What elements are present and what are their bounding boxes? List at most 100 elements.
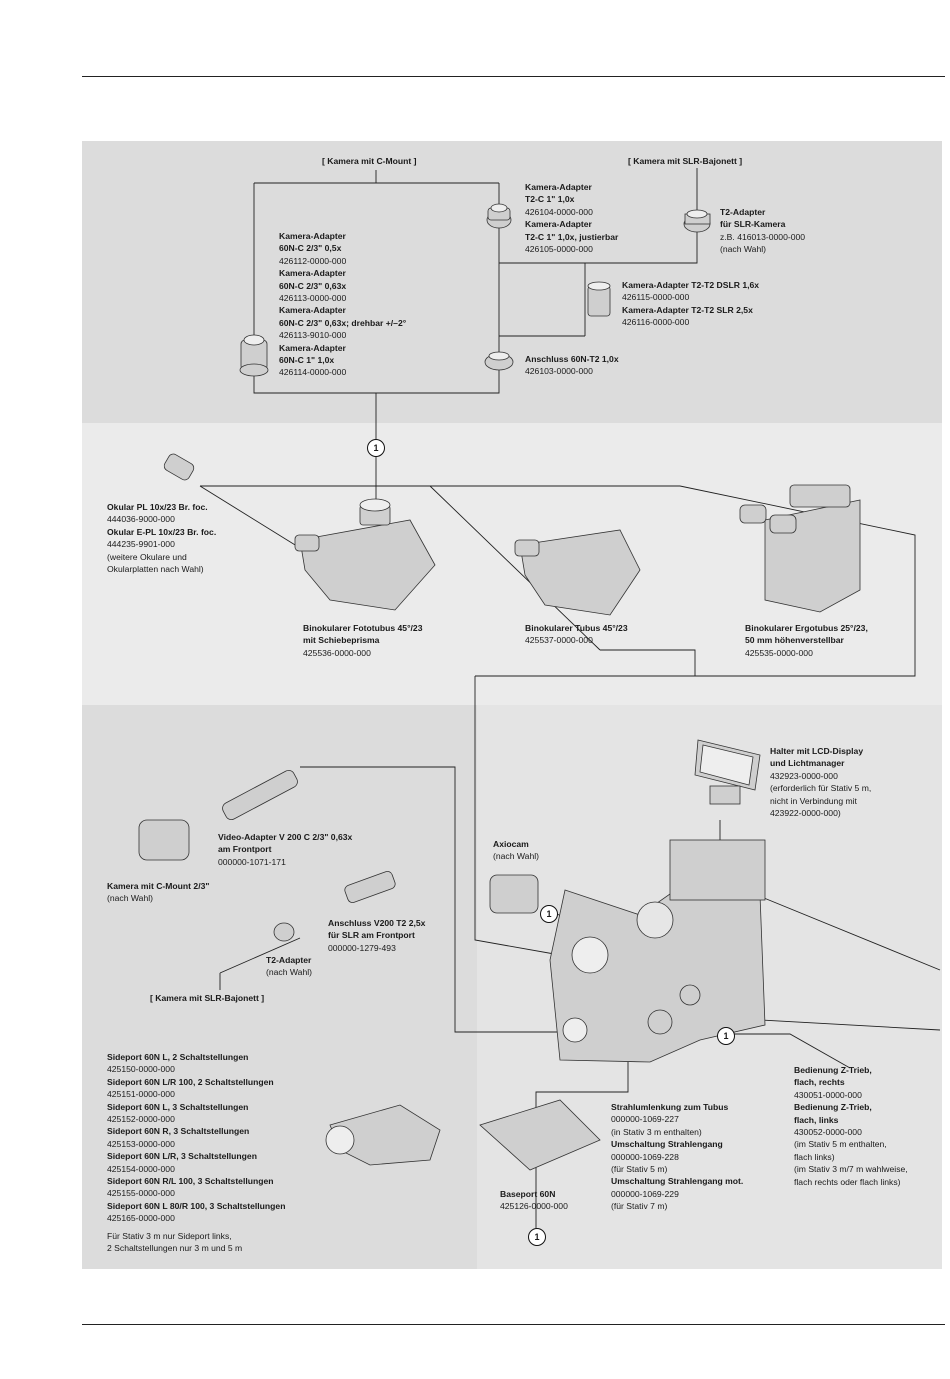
label-line: Sideport 60N L, 2 Schaltstellungen <box>107 1052 249 1062</box>
label-ergotubus: Binokularer Ergotubus 25°/23,50 mm höhen… <box>745 622 868 659</box>
label-line: für SLR-Kamera <box>720 219 786 230</box>
label-line: 425150-0000-000 <box>107 1064 175 1075</box>
label-line: (nach Wahl) <box>266 967 313 978</box>
label-t2t2-adapters: Kamera-Adapter T2-T2 DSLR 1,6x 426115-000… <box>622 279 759 329</box>
label-line: (in Stativ 3 m enthalten) <box>611 1126 702 1137</box>
label-sideports: Sideport 60N L, 2 Schaltstellungen 425150… <box>107 1051 285 1225</box>
label-line: 426103-0000-000 <box>525 366 593 377</box>
top-rule <box>82 76 945 77</box>
label-line: Strahlumlenkung zum Tubus <box>611 1102 729 1112</box>
label-line: Halter mit LCD-Display <box>770 746 864 756</box>
label-line: (weitere Okulare und <box>107 551 187 562</box>
panel-stand <box>82 705 477 1269</box>
label-line: Sideport 60N L/R 100, 2 Schaltstellungen <box>107 1076 274 1087</box>
label-line: 60N-C 1" 1,0x <box>279 355 335 366</box>
label-line: (nach Wahl) <box>107 893 154 904</box>
label-line: Axiocam <box>493 839 529 849</box>
label-line: 000000-1279-493 <box>328 942 396 953</box>
bracket-c-mount-top: [ Kamera mit C-Mount ] <box>322 156 417 166</box>
label-line: und Lichtmanager <box>770 758 845 769</box>
label-line: Kamera mit C-Mount 2/3" <box>107 881 210 891</box>
label-line: Okular E-PL 10x/23 Br. foc. <box>107 526 217 537</box>
label-tubus: Binokularer Tubus 45°/23 425537-0000-000 <box>525 622 628 647</box>
label-line: 432923-0000-000 <box>770 770 838 781</box>
label-line: 000000-1069-228 <box>611 1151 679 1162</box>
label-line: T2-C 1" 1,0x, justierbar <box>525 231 619 242</box>
label-line: 000000-1069-229 <box>611 1188 679 1199</box>
label-line: 425126-0000-000 <box>500 1201 568 1212</box>
label-line: flach, rechts <box>794 1077 845 1088</box>
label-anschluss-60n-t2: Anschluss 60N-T2 1,0x 426103-0000-000 <box>525 353 619 378</box>
label-line: (im Stativ 5 m enthalten, <box>794 1139 887 1150</box>
label-line: Umschaltung Strahlengang <box>611 1139 723 1150</box>
label-line: (im Stativ 3 m/7 m wahlweise, <box>794 1164 908 1175</box>
label-oculars: Okular PL 10x/23 Br. foc.444036-9000-000… <box>107 501 216 575</box>
label-line: (erforderlich für Stativ 5 m, <box>770 783 872 794</box>
label-line: Kamera-Adapter <box>279 342 346 353</box>
label-line: Sideport 60N L 80/R 100, 3 Schaltstellun… <box>107 1200 286 1211</box>
label-line: am Frontport <box>218 844 272 855</box>
label-line: mit Schiebeprisma <box>303 635 380 646</box>
label-line: nicht in Verbindung mit <box>770 795 857 806</box>
label-line: 60N-C 2/3" 0,5x <box>279 243 342 254</box>
label-line: 425155-0000-000 <box>107 1188 175 1199</box>
label-line: Kamera-Adapter <box>525 182 592 192</box>
label-line: flach, links <box>794 1114 839 1125</box>
label-line: 425152-0000-000 <box>107 1114 175 1125</box>
label-line: Für Stativ 3 m nur Sideport links, <box>107 1231 232 1241</box>
panel-camera-adapters <box>82 141 942 423</box>
label-line: T2-Adapter <box>266 955 312 965</box>
label-line: Bedienung Z-Trieb, <box>794 1102 872 1113</box>
label-line: 425153-0000-000 <box>107 1138 175 1149</box>
label-video-adapter: Video-Adapter V 200 C 2/3" 0,63x am Front… <box>218 831 352 868</box>
callout-1-axiocam: 1 <box>540 905 558 923</box>
label-baseport: Baseport 60N 425126-0000-000 <box>500 1188 568 1213</box>
label-line: Umschaltung Strahlengang mot. <box>611 1176 744 1187</box>
label-line: 425537-0000-000 <box>525 635 593 646</box>
label-line: 425536-0000-000 <box>303 647 371 658</box>
label-line: 426104-0000-000 <box>525 206 593 217</box>
label-line: Sideport 60N L/R, 3 Schaltstellungen <box>107 1151 257 1162</box>
label-line: Binokularer Fototubus 45°/23 <box>303 623 423 633</box>
label-line: 000000-1071-171 <box>218 856 286 867</box>
label-line: Sideport 60N R, 3 Schaltstellungen <box>107 1126 250 1137</box>
label-line: 425151-0000-000 <box>107 1089 175 1100</box>
label-line: Anschluss V200 T2 2,5x <box>328 918 426 928</box>
label-line: Binokularer Tubus 45°/23 <box>525 623 628 633</box>
label-line: 60N-C 2/3" 0,63x; drehbar +/–2° <box>279 317 407 328</box>
label-t2-adapter: T2-Adapter (nach Wahl) <box>266 954 312 979</box>
label-line: (für Stativ 7 m) <box>611 1201 668 1212</box>
label-line: 000000-1069-227 <box>611 1114 679 1125</box>
label-line: 426113-9010-000 <box>279 330 347 341</box>
label-line: flach links) <box>794 1151 835 1162</box>
label-line: 60N-C 2/3" 0,63x <box>279 280 347 291</box>
label-line: Anschluss 60N-T2 1,0x <box>525 354 619 364</box>
label-line: Kamera-Adapter <box>279 305 346 316</box>
label-line: 426115-0000-000 <box>622 292 690 303</box>
label-line: 426113-0000-000 <box>279 293 347 304</box>
label-fototubus: Binokularer Fototubus 45°/23 mit Schiebep… <box>303 622 422 659</box>
label-line: 426112-0000-000 <box>279 255 347 266</box>
label-line: 430052-0000-000 <box>794 1127 862 1138</box>
label-line: 426114-0000-000 <box>279 367 347 378</box>
label-line: 423922-0000-000) <box>770 808 841 819</box>
label-line: (für Stativ 5 m) <box>611 1164 668 1175</box>
label-line: Kamera-Adapter <box>279 268 346 279</box>
label-line: 444036-9000-000 <box>107 514 175 525</box>
label-line: 425535-0000-000 <box>745 647 813 658</box>
label-line: Sideport 60N L, 3 Schaltstellungen <box>107 1101 249 1112</box>
label-line: Kamera-Adapter T2-T2 DSLR 1,6x <box>622 280 760 290</box>
callout-1-top: 1 <box>367 439 385 457</box>
label-line: 430051-0000-000 <box>794 1089 862 1100</box>
label-line: 426116-0000-000 <box>622 317 690 328</box>
label-line: Binokularer Ergotubus 25°/23, <box>745 623 868 633</box>
label-line: Video-Adapter V 200 C 2/3" 0,63x <box>218 832 353 842</box>
label-line: T2-C 1" 1,0x <box>525 194 575 205</box>
label-line: (nach Wahl) <box>493 851 540 862</box>
label-line: Baseport 60N <box>500 1189 556 1199</box>
